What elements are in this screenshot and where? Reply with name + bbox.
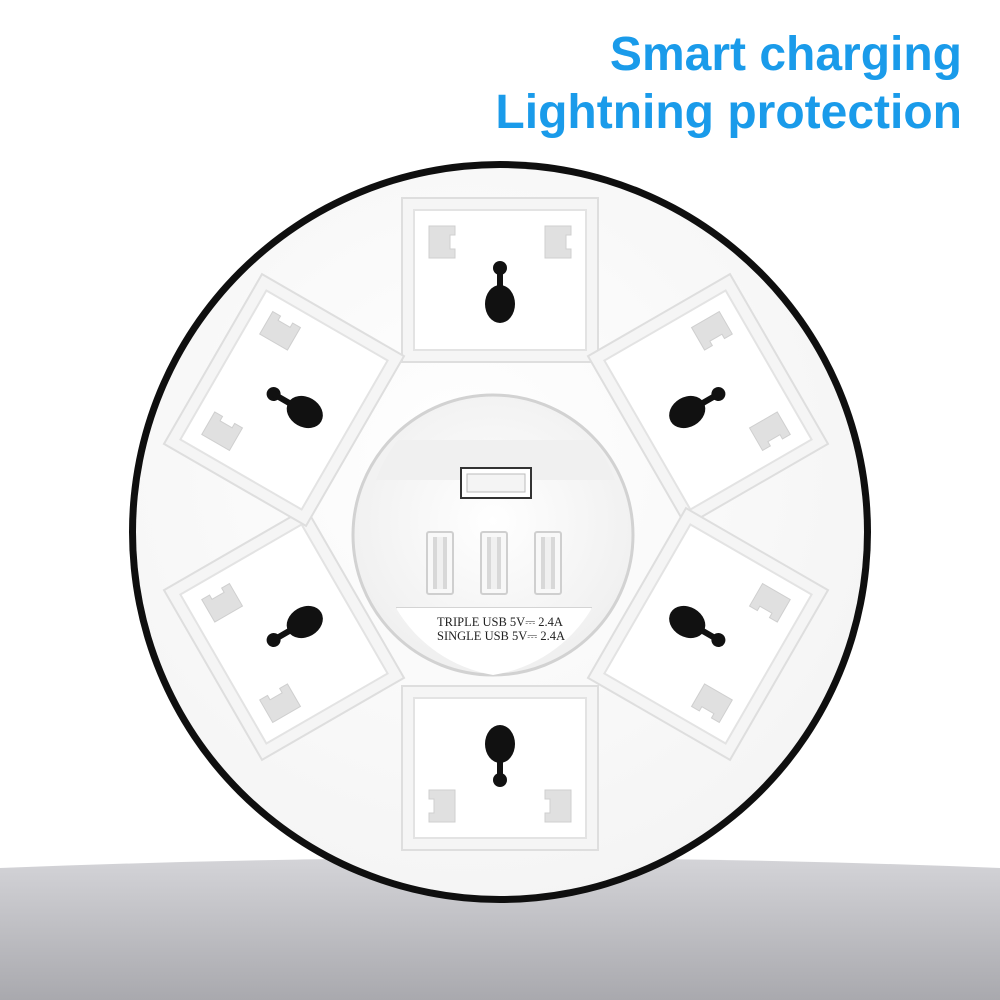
floor-surface [0, 858, 1000, 1000]
usb-spec-label-line2: SINGLE USB 5V⎓ 2.4A [437, 629, 565, 643]
usb-port-icon[interactable] [426, 531, 454, 595]
usb-port-icon[interactable] [480, 531, 508, 595]
usb-port-icon[interactable] [534, 531, 562, 595]
power-switch-icon[interactable] [460, 467, 532, 499]
headline-line-2: Lightning protection [495, 86, 962, 139]
headline-line-1: Smart charging [609, 28, 962, 81]
usb-spec-label-line1: TRIPLE USB 5V⎓ 2.4A [437, 615, 563, 629]
usb-hub: TRIPLE USB 5V⎓ 2.4A SINGLE USB 5V⎓ 2.4A [351, 393, 635, 677]
universal-socket-icon [401, 685, 599, 851]
universal-socket-icon [401, 197, 599, 363]
headline: Smart charging Lightning protection [495, 26, 962, 142]
